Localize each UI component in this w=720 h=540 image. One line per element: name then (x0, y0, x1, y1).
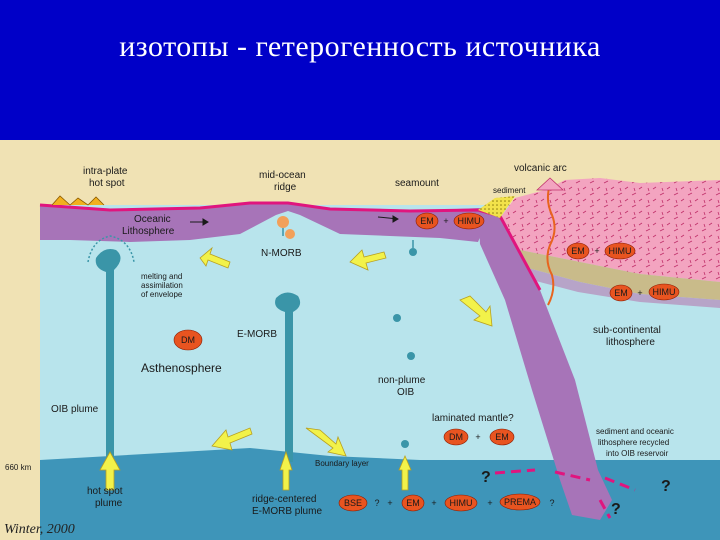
pill-em-subcont: EM (609, 284, 633, 302)
subducting-slab (478, 210, 612, 520)
label-boundary: Boundary layer (315, 459, 369, 468)
label-ridge-plume-1: ridge-centered (252, 494, 316, 505)
svg-text:HIMU: HIMU (609, 246, 632, 256)
plus-subcont: + (637, 288, 642, 298)
label-midocean-2: ridge (274, 182, 297, 193)
plus-bottom-1: + (387, 498, 392, 508)
pill-himu-bottom: HIMU (444, 494, 478, 512)
label-volcanic-arc: volcanic arc (514, 163, 567, 174)
label-recycled-3: into OIB reservoir (606, 449, 669, 458)
arc-magma-conduit (546, 184, 556, 306)
label-sediment: sediment (493, 186, 526, 195)
svg-text:HIMU: HIMU (458, 216, 481, 226)
label-subcont-2: lithosphere (606, 337, 655, 348)
melt-drops (277, 216, 417, 448)
oib-plume (95, 249, 121, 462)
svg-text:PREMA: PREMA (504, 497, 536, 507)
svg-text:HIMU: HIMU (653, 287, 676, 297)
label-oceanic-1: Oceanic (134, 214, 171, 225)
title-bar (0, 0, 720, 140)
svg-text:HIMU: HIMU (450, 498, 473, 508)
pill-dm-laminated: DM (443, 428, 469, 446)
question-mark-1: ? (481, 469, 491, 486)
slab-dashes (494, 468, 636, 519)
label-subcont-1: sub-continental (593, 325, 661, 336)
svg-text:DM: DM (181, 335, 195, 345)
pill-himu-arc: HIMU (604, 242, 636, 260)
depth-label: 660 km (5, 463, 32, 472)
volcano-cone (535, 177, 565, 191)
mantle-diagram: EM + HIMU EM + HIMU EM + HIMU DM DM + EM… (0, 140, 720, 540)
label-hotspot-plume-2: plume (95, 498, 123, 509)
convection-arrows (99, 246, 493, 491)
label-hotspot-plume-1: hot spot (87, 486, 123, 497)
oceanic-lithosphere (40, 203, 490, 242)
label-nonplume-1: non-plume (378, 375, 426, 386)
pill-em-arc: EM (566, 242, 590, 260)
label-asthenosphere: Asthenosphere (141, 361, 222, 375)
svg-text:EM: EM (495, 432, 509, 442)
question-mark-3: ? (611, 501, 621, 518)
label-intraplate-1: intra-plate (83, 166, 128, 177)
svg-text:EM: EM (571, 246, 585, 256)
lower-mantle-region (40, 448, 720, 540)
label-nmorb: N-MORB (261, 248, 302, 259)
pill-himu-subcont: HIMU (648, 283, 680, 301)
pill-em-laminated: EM (489, 428, 515, 446)
svg-text:DM: DM (449, 432, 463, 442)
plate-motion-arrows (190, 215, 399, 226)
pill-em-seamount: EM (415, 212, 439, 230)
svg-text:EM: EM (614, 288, 628, 298)
pill-dm-asthenosphere: DM (173, 329, 203, 351)
label-recycled-2: lithosphere recycled (598, 438, 669, 447)
svg-text:BSE: BSE (344, 498, 362, 508)
sediment-texture (478, 196, 515, 218)
label-oib-plume: OIB plume (51, 404, 99, 415)
label-laminated: laminated mantle? (432, 413, 514, 424)
label-oceanic-2: Lithosphere (122, 226, 175, 237)
label-melting-1: melting and (141, 272, 182, 281)
label-nonplume-2: OIB (397, 387, 415, 398)
credit: Winter, 2000 (4, 522, 75, 537)
hotspot-islands (51, 195, 105, 206)
pill-em-bottom: EM (401, 494, 425, 512)
label-ridge-plume-2: E-MORB plume (252, 506, 322, 517)
continent-texture (500, 178, 720, 282)
oib-plume-envelope (87, 235, 135, 263)
label-recycled-1: sediment and oceanic (596, 427, 674, 436)
svg-text:EM: EM (406, 498, 420, 508)
plus-bottom-3: + (487, 498, 492, 508)
emorb-plume (275, 292, 301, 462)
plus-seamount: + (443, 216, 448, 226)
label-midocean-1: mid-ocean (259, 170, 306, 181)
label-emorb: E-MORB (237, 329, 277, 340)
pill-himu-seamount: HIMU (453, 212, 485, 230)
bse-question: ? (374, 498, 379, 508)
question-mark-2: ? (661, 478, 671, 495)
plus-arc: + (594, 246, 599, 256)
label-seamount: seamount (395, 178, 439, 189)
plus-bottom-2: + (431, 498, 436, 508)
plus-laminated: + (475, 432, 480, 442)
svg-text:EM: EM (420, 216, 434, 226)
slide-title: изотопы - гетерогенность источника (119, 30, 601, 63)
pill-bse: BSE (338, 494, 368, 512)
pill-prema: PREMA (499, 493, 541, 511)
label-intraplate-2: hot spot (89, 178, 125, 189)
label-melting-2: assimilation (141, 281, 183, 290)
prema-question: ? (549, 498, 554, 508)
label-melting-3: of envelope (141, 290, 183, 299)
